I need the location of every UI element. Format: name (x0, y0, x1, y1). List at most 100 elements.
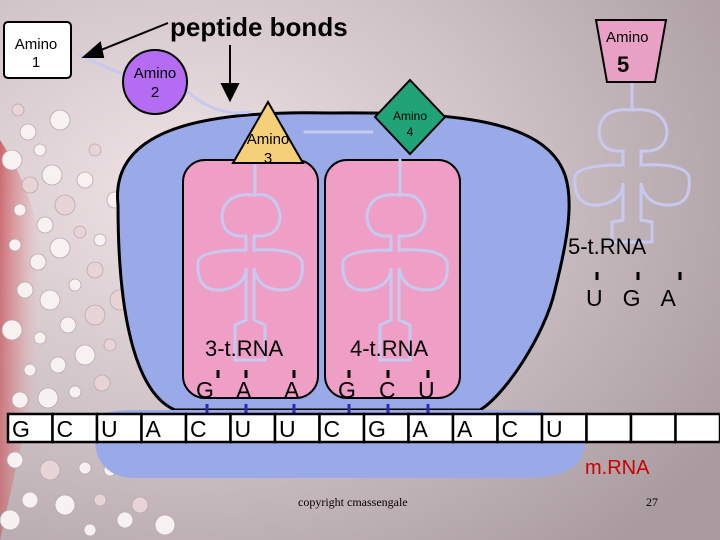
background-bead (21, 491, 39, 509)
mrna-base: C (190, 416, 207, 442)
background-bead (59, 316, 77, 334)
background-bead (49, 109, 71, 131)
background-bead (39, 289, 61, 311)
background-bead (154, 514, 176, 536)
background-bead (86, 261, 104, 279)
background-bead (68, 278, 82, 292)
mrna-label: m.RNA (585, 457, 650, 479)
mrna-base: G (12, 416, 30, 442)
mrna-base: C (56, 416, 74, 442)
mrna-base: A (145, 416, 161, 442)
trna-4-cloverleaf (341, 158, 449, 362)
background-bead (73, 225, 87, 239)
background-bead (16, 281, 34, 299)
mrna-box (229, 412, 277, 444)
background-bead (76, 171, 94, 189)
mrna-box (51, 412, 99, 444)
mrna-base: U (234, 416, 252, 442)
mrna-base: U (101, 416, 118, 442)
mrna-box (407, 412, 455, 444)
background-bead (74, 344, 96, 366)
amino-5-label-number: 5 (617, 52, 630, 77)
trna-3-anticodon-1: G (196, 377, 214, 403)
background-bead (36, 216, 54, 234)
amino-5-shape (594, 19, 668, 83)
peptide-bond-arrow-left (95, 22, 169, 53)
mrna-box (451, 412, 499, 444)
peptide-bond-arrowhead-left (81, 41, 105, 58)
background-bead (33, 143, 47, 157)
background-bead (33, 331, 47, 345)
background-bead (93, 233, 107, 247)
background-bead (131, 496, 149, 514)
background-bead (39, 459, 61, 481)
trna-4-anticodon-3: U (418, 377, 435, 403)
mrna-box (6, 412, 54, 444)
trna-3-name: 3-t.RNA (205, 336, 284, 361)
mrna-base: A (457, 416, 473, 442)
background-bead (8, 238, 22, 252)
mrna-base: C (323, 416, 341, 442)
background-bead (13, 203, 27, 217)
background-bead (93, 493, 107, 507)
background-bead (68, 385, 82, 399)
background-bead (78, 461, 92, 475)
background-bead (54, 194, 76, 216)
background-bead (54, 494, 76, 516)
peptide-bond-arrowhead-down (220, 83, 240, 103)
background-bead (83, 523, 97, 537)
mrna-base: U (546, 416, 563, 442)
mrna-box (629, 412, 677, 444)
background-bead (37, 387, 59, 409)
mrna-strip (6, 412, 720, 444)
amino-2-shape (122, 49, 188, 115)
background-bead (103, 338, 117, 352)
amino-4-shape (373, 78, 447, 156)
trna-5-name: 5-t.RNA (568, 234, 647, 259)
background-bead (6, 451, 24, 469)
background-bead (49, 237, 71, 259)
background-bead (23, 363, 37, 377)
background-bead (88, 143, 102, 157)
background-bead (19, 123, 37, 141)
mrna-base: G (368, 416, 386, 442)
mrna-box (674, 412, 720, 444)
background-bead (1, 319, 23, 341)
mrna-box (585, 412, 633, 444)
amino-3-shape (231, 99, 305, 164)
mrna-box (95, 412, 143, 444)
amino-1-shape (3, 21, 72, 79)
trna-3-anticodon-2: A (236, 377, 252, 403)
background-bead (11, 103, 25, 117)
page-number: 27 (646, 495, 658, 509)
background-bead (0, 509, 21, 531)
trna-4-anticodon-1: G (338, 377, 356, 403)
background-bead (93, 374, 111, 392)
mrna-base: A (412, 416, 428, 442)
background-bead (116, 511, 134, 529)
trna-5-cloverleaf (573, 73, 691, 244)
title: peptide bonds (170, 12, 348, 42)
trna-3-anticodon-3: A (284, 377, 300, 403)
mrna-base: U (279, 416, 296, 442)
trna-3-cloverleaf (196, 158, 304, 362)
amino-5-label-top: Amino (606, 29, 649, 46)
background-bead (41, 164, 63, 186)
background-beads (0, 103, 176, 537)
background-bead (49, 356, 67, 374)
background-bead (21, 176, 39, 194)
mrna-base: C (501, 416, 519, 442)
background-bead (29, 253, 47, 271)
background-bead (1, 149, 23, 171)
background-bead (84, 304, 106, 326)
mrna-box (318, 412, 366, 444)
trna-4-name: 4-t.RNA (350, 336, 429, 361)
trna-4-anticodon-2: C (379, 377, 396, 403)
copyright-text: copyright cmassengale (298, 495, 408, 509)
